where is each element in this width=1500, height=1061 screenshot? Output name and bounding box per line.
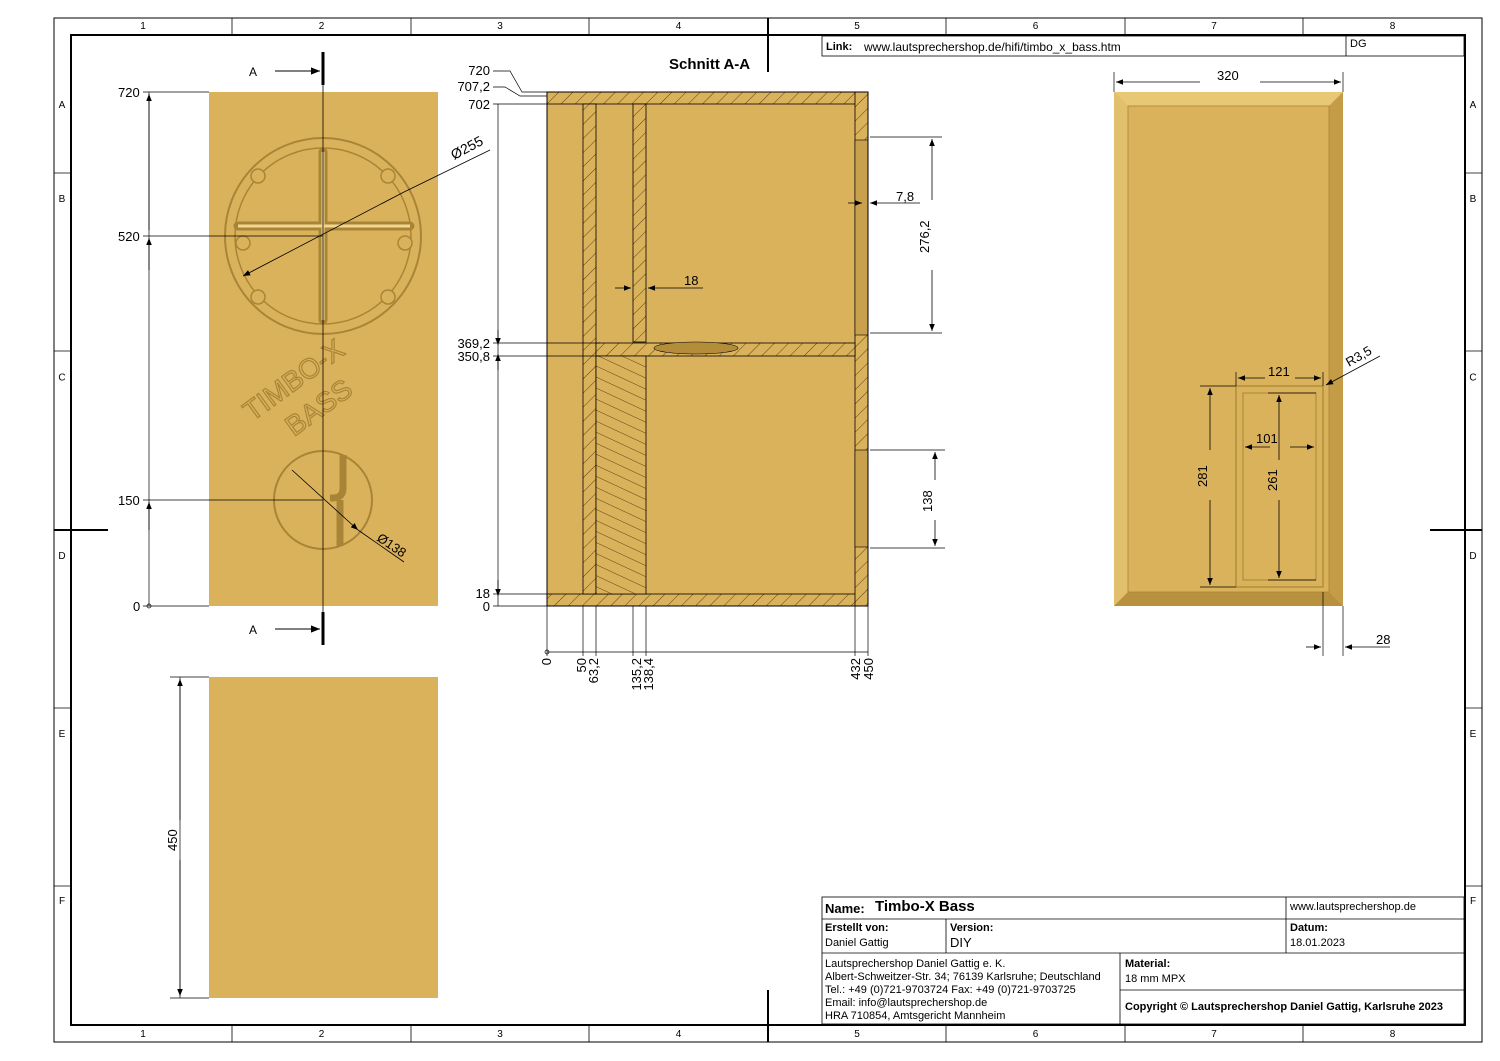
name-label: Name: <box>825 901 865 916</box>
grid-row-label: B <box>59 194 66 205</box>
company-line-5: HRA 710854, Amtsgericht Mannheim <box>825 1010 1006 1022</box>
dim-121: 121 <box>1268 364 1290 379</box>
grid-row-label: D <box>1469 551 1476 562</box>
section-left-dim-label: 0 <box>483 599 490 614</box>
grid-row-labels: A A B B C C D D E E F F <box>54 100 1482 907</box>
title-block-grid <box>821 896 1465 1025</box>
grid-column-label: 2 <box>319 1029 325 1040</box>
section-bottom-dim-label: 432 <box>848 658 863 680</box>
dim-450-bottom: 450 <box>165 829 180 851</box>
grid-row-label: E <box>59 729 66 740</box>
grid-column-label: 6 <box>1033 21 1039 32</box>
grid-row-label: B <box>1470 194 1477 205</box>
grid-row-label: A <box>1470 100 1477 111</box>
section-left-dim-label: 702 <box>468 97 490 112</box>
grid-row-label: E <box>1470 729 1477 740</box>
grid-column-label: 3 <box>497 21 503 32</box>
grid-column-label: 1 <box>140 21 146 32</box>
copyright: Copyright © Lautsprechershop Daniel Gatt… <box>1125 1001 1444 1013</box>
dim-320: 320 <box>1217 68 1239 83</box>
grid-row-label: C <box>58 373 65 384</box>
company-line-2: Albert-Schweitzer-Str. 34; 76139 Karlsru… <box>825 971 1101 983</box>
section-left-dim-label: 369,2 <box>457 336 490 351</box>
section-left-dim-label: 720 <box>468 63 490 78</box>
grid-column-label: 1 <box>140 1029 146 1040</box>
grid-column-labels: 1 1 2 2 3 3 4 4 5 5 6 6 7 7 8 8 <box>140 18 1396 1042</box>
name-value: Timbo-X Bass <box>875 898 975 915</box>
section-title: Schnitt A-A <box>669 56 750 73</box>
section-bottom-dim-label: 0 <box>539 658 554 665</box>
grid-column-label: 4 <box>676 1029 682 1040</box>
dim-520-front: 520 <box>118 229 140 244</box>
material-label: Material: <box>1125 958 1171 970</box>
grid-column-label: 5 <box>854 1029 860 1040</box>
dim-138-section: 138 <box>920 490 935 512</box>
dim-28: 28 <box>1376 632 1390 647</box>
section-left-dim-label: 18 <box>476 586 490 601</box>
dim-r3-5: R3,5 <box>1343 343 1374 370</box>
company-line-3: Tel.: +49 (0)721-9703724 Fax: +49 (0)721… <box>825 984 1076 996</box>
section-marker-top: A <box>249 65 257 79</box>
dim-0-front: 0 <box>133 599 140 614</box>
dim-261: 261 <box>1265 469 1280 491</box>
material-value: 18 mm MPX <box>1125 973 1186 985</box>
drawer-initials: DG <box>1350 38 1367 50</box>
section-bottom-dim-label: 63,2 <box>586 658 601 683</box>
grid-row-label: A <box>59 100 66 111</box>
company-line-4: Email: info@lautsprechershop.de <box>825 997 988 1009</box>
company-line-1: Lautsprechershop Daniel Gattig e. K. <box>825 958 1006 970</box>
terminal-recess <box>1235 385 1324 588</box>
dia-255: Ø255 <box>448 132 486 162</box>
section-left-dim-label: 707,2 <box>457 79 490 94</box>
woofer-mounting-notches <box>235 168 413 305</box>
bottom-panel <box>209 677 438 998</box>
dim-18-wall: 18 <box>684 273 698 288</box>
dim-150-front: 150 <box>118 493 140 508</box>
section-bottom-dim-label: 138,4 <box>641 658 656 691</box>
created-label: Erstellt von: <box>825 922 889 934</box>
grid-row-label: C <box>1469 373 1476 384</box>
grid-row-label: F <box>59 896 65 907</box>
grid-column-label: 8 <box>1390 1029 1396 1040</box>
dim-101: 101 <box>1256 431 1278 446</box>
grid-column-label: 7 <box>1211 1029 1217 1040</box>
link-box: Link: www.lautsprechershop.de/hifi/timbo… <box>821 35 1465 57</box>
dim-720-front: 720 <box>118 85 140 100</box>
created-value: Daniel Gattig <box>825 937 889 949</box>
grid-column-label: 8 <box>1390 21 1396 32</box>
dim-281: 281 <box>1195 465 1210 487</box>
front-view: TIMBO-X BASS A A 720 520 150 0 <box>118 52 491 645</box>
grid-column-label: 3 <box>497 1029 503 1040</box>
date-value: 18.01.2023 <box>1290 937 1346 949</box>
grid-column-label: 5 <box>854 21 860 32</box>
grid-row-label: D <box>58 551 65 562</box>
grid-column-label: 2 <box>319 21 325 32</box>
version-value: DIY <box>950 935 972 950</box>
website: www.lautsprechershop.de <box>1290 901 1416 913</box>
back-view: 320 121 101 281 <box>1113 68 1390 656</box>
version-label: Version: <box>950 922 994 934</box>
dim-276-2: 276,2 <box>917 220 932 253</box>
section-marker-bottom: A <box>249 623 257 637</box>
section-bottom-dim-label: 450 <box>861 658 876 680</box>
link-label: Link: <box>826 41 852 53</box>
date-label: Datum: <box>1290 922 1328 934</box>
grid-row-label: F <box>1470 896 1476 907</box>
grid-column-label: 7 <box>1211 21 1217 32</box>
section-left-dim-label: 350,8 <box>457 349 490 364</box>
bottom-view: 450 <box>165 676 438 999</box>
grid-column-label: 6 <box>1033 1029 1039 1040</box>
section-bottom-dim-label: 135,2 <box>629 658 644 691</box>
link-url: www.lautsprechershop.de/hifi/timbo_x_bas… <box>863 40 1121 54</box>
grid-column-label: 4 <box>676 21 682 32</box>
section-bottom-dim-label: 50 <box>574 658 589 672</box>
dim-7-8: 7,8 <box>896 189 914 204</box>
